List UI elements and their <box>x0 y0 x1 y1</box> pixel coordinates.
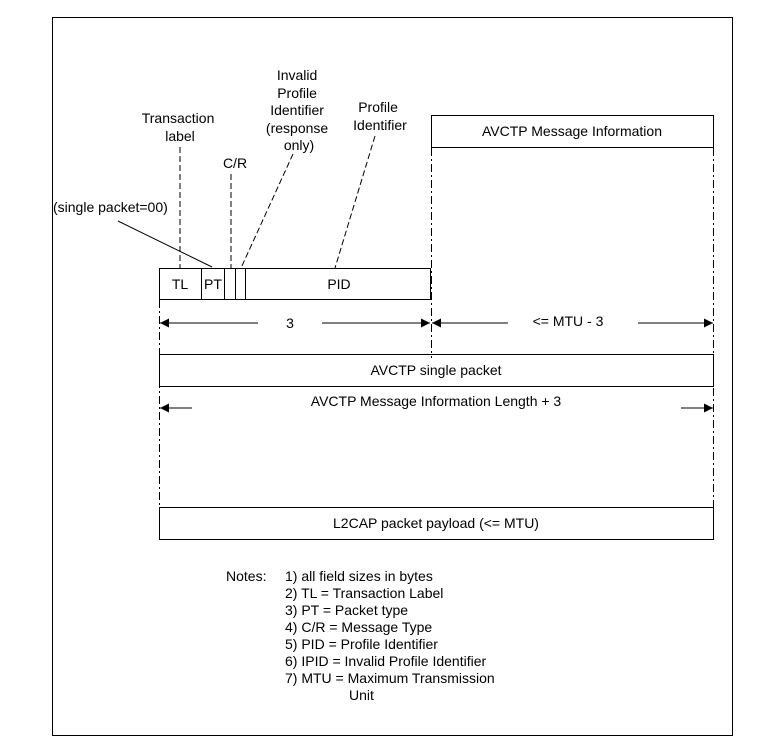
avctp-message-information-text: AVCTP Message Information <box>482 123 662 139</box>
avctp-single-packet-text: AVCTP single packet <box>371 362 502 378</box>
single-packet-label: (single packet=00) <box>53 199 168 215</box>
diagram-frame <box>52 17 733 736</box>
single-packet-leader <box>117 220 213 268</box>
message-length-text: AVCTP Message Information Length + 3 <box>311 393 562 409</box>
invalid-profile-identifier-leader <box>240 153 294 269</box>
note-3: 3) PT = Packet type <box>285 602 408 618</box>
pid-field: PID <box>327 276 350 292</box>
notes-list: 1) all field sizes in bytes 2) TL = Tran… <box>285 568 499 703</box>
tl-field: TL <box>172 276 189 292</box>
mtu-length-text: <= MTU - 3 <box>533 313 604 329</box>
avctp-single-packet-box <box>159 354 714 387</box>
note-7-continuation: Unit <box>349 687 374 703</box>
l2cap-packet-payload-text: L2CAP packet payload (<= MTU) <box>333 515 539 531</box>
profile-identifier-leader <box>334 135 376 269</box>
note-4: 4) C/R = Message Type <box>285 619 432 635</box>
transaction-label-label: Transaction label <box>142 110 219 144</box>
avctp-message-information-box <box>431 115 714 148</box>
notes-title: Notes: <box>226 568 266 584</box>
cr-label: C/R <box>223 155 247 171</box>
header-fields-box <box>159 268 431 300</box>
note-5: 5) PID = Profile Identifier <box>285 636 438 652</box>
note-6: 6) IPID = Invalid Profile Identifier <box>285 653 486 669</box>
invalid-profile-identifier-label: Invalid Profile Identifier (response onl… <box>266 67 332 153</box>
note-2: 2) TL = Transaction Label <box>285 585 443 601</box>
header-length-text: 3 <box>286 315 294 331</box>
l2cap-packet-payload-box <box>159 507 714 540</box>
profile-identifier-label: Profile Identifier <box>353 99 407 133</box>
note-1: 1) all field sizes in bytes <box>285 568 433 584</box>
pt-field: PT <box>204 276 222 292</box>
note-7: 7) MTU = Maximum Transmission <box>285 670 495 686</box>
